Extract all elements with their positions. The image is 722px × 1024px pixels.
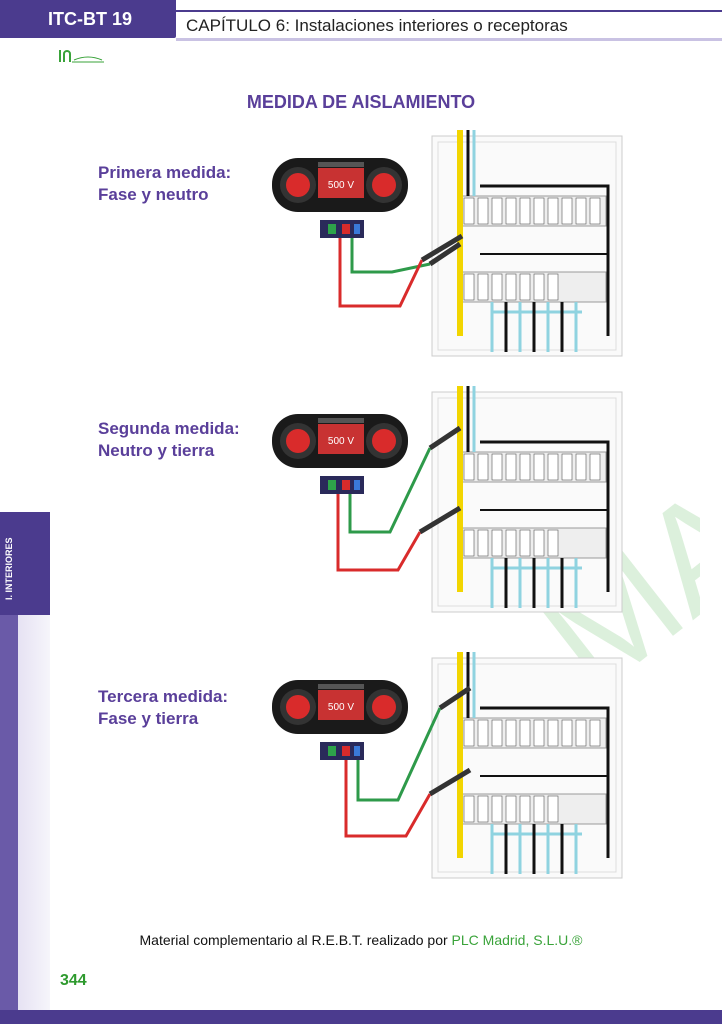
measurement-3-label: Tercera medida: Fase y tierra (98, 686, 228, 730)
meter-reading: 500 V (328, 436, 354, 447)
footer-brand: PLC Madrid, S.L.U.® (451, 932, 583, 948)
measurement-1-title: Primera medida: (98, 163, 232, 182)
meter-reading: 500 V (328, 702, 354, 713)
red-test-lead (338, 238, 424, 308)
red-test-lead (336, 494, 422, 572)
green-test-lead (350, 238, 431, 274)
standard-code: ITC-BT 19 (48, 8, 133, 29)
chapter-title: CAPÍTULO 6: Instalaciones interiores o r… (186, 16, 568, 35)
measurement-1-label: Primera medida: Fase y neutro (98, 162, 231, 206)
distribution-panel-icon (431, 652, 623, 879)
footer: Material complementario al R.E.B.T. real… (0, 932, 722, 948)
insulation-tester-icon: 500 V (272, 158, 408, 212)
green-test-lead (356, 707, 442, 802)
distribution-panel-icon (431, 386, 623, 613)
distribution-panel-icon (431, 130, 623, 357)
measurement-2-desc: Neutro y tierra (98, 441, 215, 460)
header-rule (176, 10, 722, 12)
measurement-3-title: Tercera medida: (98, 687, 229, 706)
test-terminals-icon (320, 742, 364, 760)
header-tab: ITC-BT 19 (0, 0, 176, 38)
red-test-lead (344, 760, 432, 838)
diagram-3: 500 V (272, 652, 623, 879)
insulation-tester-icon: 500 V (272, 680, 408, 734)
meter-reading: 500 V (328, 180, 354, 191)
footer-text: Material complementario al R.E.B.T. real… (139, 932, 452, 948)
header-rule-lower (176, 38, 722, 41)
diagram-2: 500 V (272, 386, 623, 613)
test-terminals-icon (320, 220, 364, 238)
side-tab (0, 512, 50, 615)
measurement-2-title: Segunda medida: (98, 419, 240, 438)
measurement-3-desc: Fase y tierra (98, 709, 199, 728)
section-title: MEDIDA DE AISLAMIENTO (246, 92, 476, 112)
side-tab-label: I. INTERIORES (4, 537, 14, 600)
measurement-2-label: Segunda medida: Neutro y tierra (98, 418, 240, 462)
diagram-1: 500 V (272, 130, 623, 357)
page-number: 344 (60, 972, 87, 989)
publisher-logo-icon (59, 50, 104, 63)
insulation-tester-icon: 500 V (272, 414, 408, 468)
green-test-lead (348, 447, 432, 534)
bottom-bar (0, 1010, 722, 1024)
test-terminals-icon (320, 476, 364, 494)
measurement-1-desc: Fase y neutro (98, 185, 209, 204)
